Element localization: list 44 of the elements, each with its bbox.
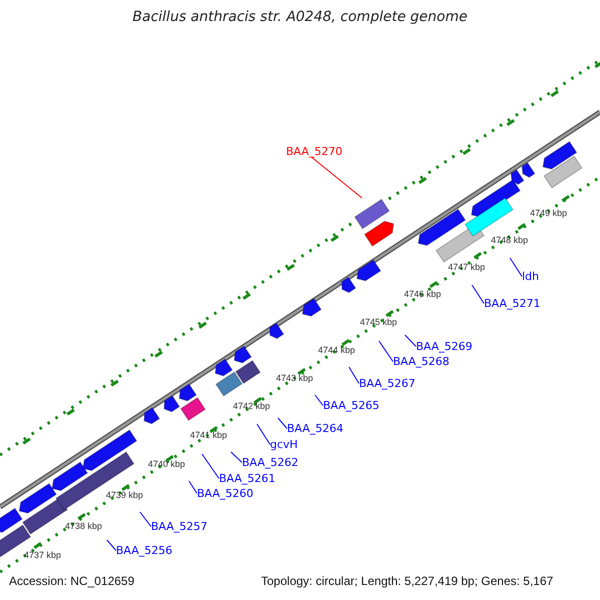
scale-label: 4743 kbp: [276, 374, 314, 383]
scale-label: 4742 kbp: [233, 402, 270, 411]
leader-line: [310, 156, 362, 198]
leader-line: [472, 284, 484, 304]
leader-line: [202, 454, 220, 479]
leader-line: [188, 480, 198, 494]
leader-line: [348, 366, 360, 384]
leader-line: [140, 512, 152, 527]
scale-label: 4746 kbp: [404, 290, 442, 299]
scale-label: 4739 kbp: [106, 491, 144, 500]
gene-label: BAA_5270: [286, 146, 342, 157]
leader-line: [510, 258, 522, 277]
leader-line: [404, 334, 416, 347]
leader-line: [230, 452, 242, 463]
scale-label: 4740 kbp: [148, 460, 186, 469]
gene-label: BAA_5264: [287, 423, 344, 434]
footer-note: Topology: circular; Length: 5,227,419 bp; Genes: 5,167: [261, 575, 554, 587]
leader-line: [314, 394, 324, 406]
gene-label: BAA_5268: [393, 356, 450, 367]
scale-label: 4737 kbp: [24, 551, 62, 560]
gene-label: BAA_5269: [416, 341, 472, 352]
map-title: Bacillus anthracis str. A0248, complete genome: [132, 10, 468, 24]
scale-label: 4744 kbp: [318, 346, 356, 355]
leader-line: [256, 424, 270, 445]
gene-label: gcvH: [270, 439, 298, 450]
gene-label: BAA_5271: [484, 298, 540, 309]
gene-label: BAA_5265: [323, 400, 380, 411]
leader-line: [378, 340, 394, 362]
scale-label: 4745 kbp: [360, 318, 398, 327]
scale-label: 4741 kbp: [190, 431, 228, 440]
leader-line: [278, 418, 288, 429]
gene-label: BAA_5267: [359, 378, 416, 389]
gene-label: BAA_5260: [197, 488, 254, 499]
gene-label: BAA_5261: [219, 473, 276, 484]
scale-label: 4738 kbp: [65, 522, 102, 531]
scale-label: 4749 kbp: [530, 209, 568, 218]
scale-label: 4747 kbp: [448, 263, 486, 272]
gene-label: BAA_5262: [242, 457, 298, 468]
gene-label: BAA_5256: [116, 545, 172, 556]
footer-note: Accession: NC_012659: [9, 575, 134, 587]
gene-label: BAA_5257: [151, 521, 208, 532]
gene-label: ldh: [522, 271, 540, 282]
leader-line: [106, 540, 116, 551]
scale-label: 4748 kbp: [491, 236, 528, 245]
